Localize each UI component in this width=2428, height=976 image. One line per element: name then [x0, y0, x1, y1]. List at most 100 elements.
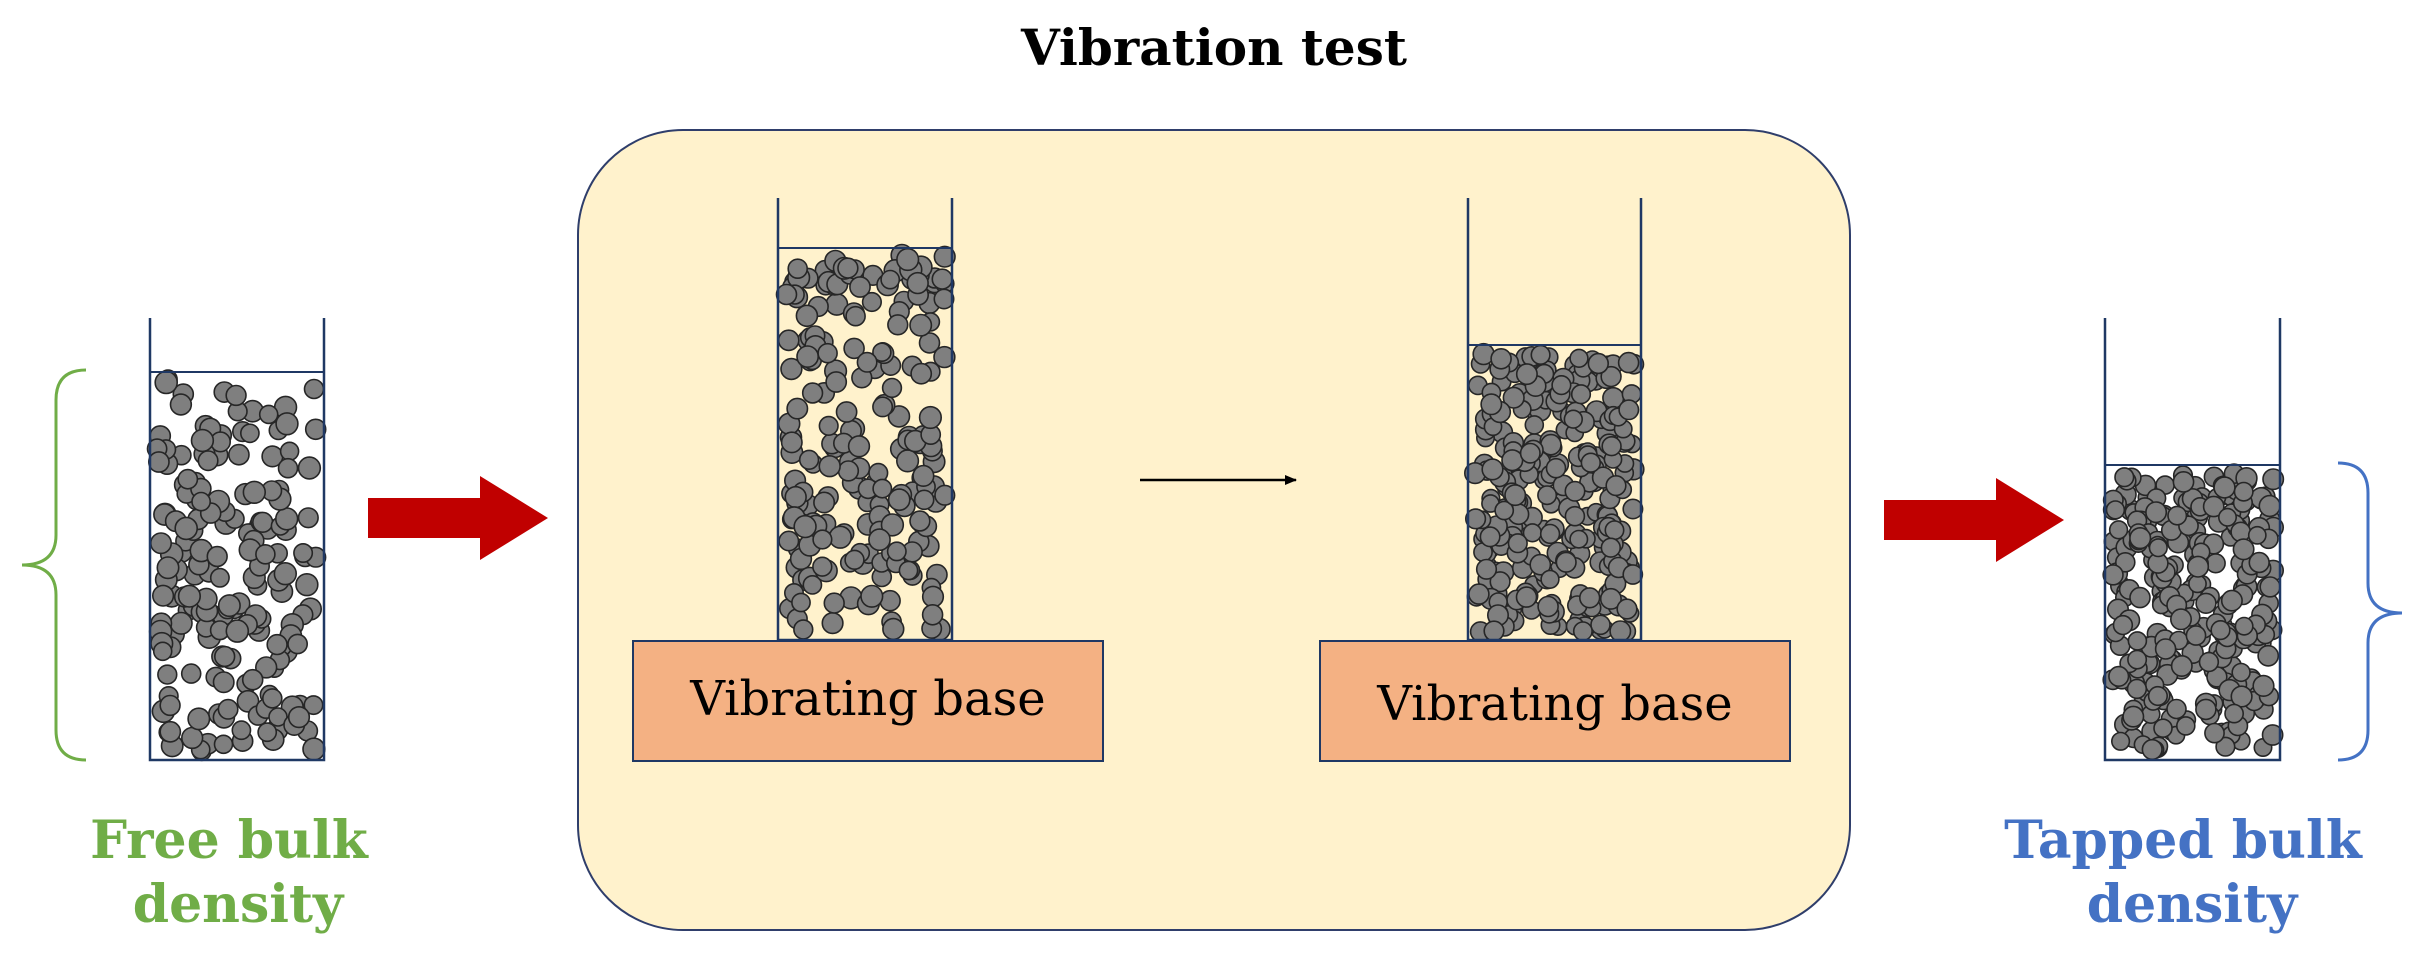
process-arrow-icon: [1884, 478, 2064, 562]
powder-particle: [275, 507, 299, 531]
powder-particle: [231, 720, 252, 741]
powder-particle: [786, 397, 809, 420]
powder-particle: [882, 617, 905, 641]
powder-particle: [2234, 616, 2254, 636]
powder-particle: [880, 269, 901, 290]
powder-particle: [2154, 638, 2177, 660]
powder-particle: [818, 415, 839, 437]
powder-particle: [177, 584, 201, 608]
powder-particle: [2262, 468, 2285, 491]
powder-particle: [898, 560, 919, 581]
powder-particle: [2233, 481, 2254, 502]
powder-particle: [2248, 551, 2270, 574]
powder-particle: [261, 688, 283, 709]
powder-particle: [1590, 614, 1611, 636]
powder-particle: [2122, 705, 2145, 728]
powder-particle: [275, 412, 299, 436]
powder-particle: [1464, 508, 1487, 530]
powder-particle: [2170, 654, 2193, 677]
powder-particle: [868, 528, 891, 552]
powder-particle: [177, 468, 199, 490]
vibrating-base-left: [632, 640, 1104, 762]
powder-particle: [1537, 595, 1559, 618]
powder-particle: [2252, 674, 2275, 698]
powder-particle: [1618, 399, 1640, 421]
powder-particle: [912, 464, 935, 488]
powder-particle: [1540, 433, 1562, 456]
powder-particle: [273, 561, 297, 586]
powder-particle: [297, 456, 322, 480]
powder-particle: [169, 393, 193, 416]
powder-particle: [793, 514, 817, 539]
powder-particle: [180, 663, 202, 684]
powder-particle: [1479, 526, 1501, 548]
tapped-bulk-density-line2: density: [2087, 874, 2299, 935]
powder-particle: [837, 460, 860, 482]
powder-particle: [886, 541, 907, 562]
powder-particle: [2102, 564, 2124, 586]
powder-particle: [933, 345, 956, 369]
powder-particle: [1468, 583, 1490, 605]
tapped-bulk-density-label: Tapped bulk density: [2004, 810, 2380, 935]
process-arrow-icon: [368, 476, 548, 560]
powder-particle: [293, 542, 314, 563]
powder-particle: [2259, 576, 2281, 598]
after-vibration-particles: [1463, 342, 1645, 643]
powder-particle: [2261, 724, 2284, 746]
powder-particle: [918, 332, 941, 354]
free-bulk-density-label: Free bulk density: [90, 810, 386, 935]
powder-particle: [1524, 415, 1545, 435]
powder-particle: [775, 283, 798, 306]
powder-particle: [872, 396, 894, 418]
powder-particle: [845, 305, 866, 327]
powder-particle: [2213, 476, 2236, 499]
powder-particle: [2176, 716, 2196, 736]
powder-particle: [861, 291, 883, 313]
powder-particle: [793, 619, 814, 640]
powder-particle: [825, 371, 848, 393]
powder-particle: [849, 276, 871, 298]
powder-particle: [881, 377, 903, 399]
powder-particle: [217, 594, 241, 618]
powder-particle: [277, 457, 299, 479]
tapped-bulk-particles: [2102, 463, 2285, 761]
powder-particle: [1578, 587, 1601, 609]
powder-particle: [1539, 523, 1561, 545]
powder-particle: [1622, 564, 1644, 585]
powder-particle: [812, 556, 833, 577]
powder-particle: [1601, 436, 1622, 457]
powder-particle: [1489, 571, 1511, 593]
powder-particle: [872, 478, 893, 499]
powder-particle: [2230, 521, 2252, 543]
powder-particle: [835, 401, 858, 423]
powder-particle: [1600, 537, 1622, 558]
before-vibration-particles: [775, 243, 956, 641]
powder-particle: [2185, 625, 2207, 646]
powder-particle: [2129, 526, 2152, 550]
free-bulk-density-line2: density: [133, 874, 345, 935]
powder-particle: [297, 507, 319, 529]
powder-particle: [2108, 520, 2129, 540]
powder-particle: [2257, 644, 2280, 667]
powder-particle: [2232, 538, 2255, 561]
powder-particle: [150, 532, 173, 555]
powder-particle: [2147, 685, 2168, 707]
powder-particle: [257, 722, 278, 743]
powder-particle: [934, 484, 956, 506]
powder-particle: [2218, 507, 2238, 527]
powder-particle: [1481, 458, 1504, 481]
powder-particle: [255, 656, 278, 679]
powder-particle: [225, 384, 247, 407]
vibrating-base-left-label: Vibrating base: [689, 671, 1045, 727]
powder-particle: [1515, 363, 1538, 386]
powder-particle: [2108, 665, 2130, 688]
powder-particle: [1600, 365, 1622, 388]
powder-particle: [266, 633, 288, 656]
powder-particle: [1545, 457, 1567, 479]
powder-particle: [801, 382, 824, 404]
powder-particle: [910, 362, 933, 385]
powder-particle: [156, 556, 180, 580]
powder-particle: [1616, 598, 1638, 620]
powder-particle: [860, 584, 884, 608]
powder-particle: [187, 707, 211, 731]
